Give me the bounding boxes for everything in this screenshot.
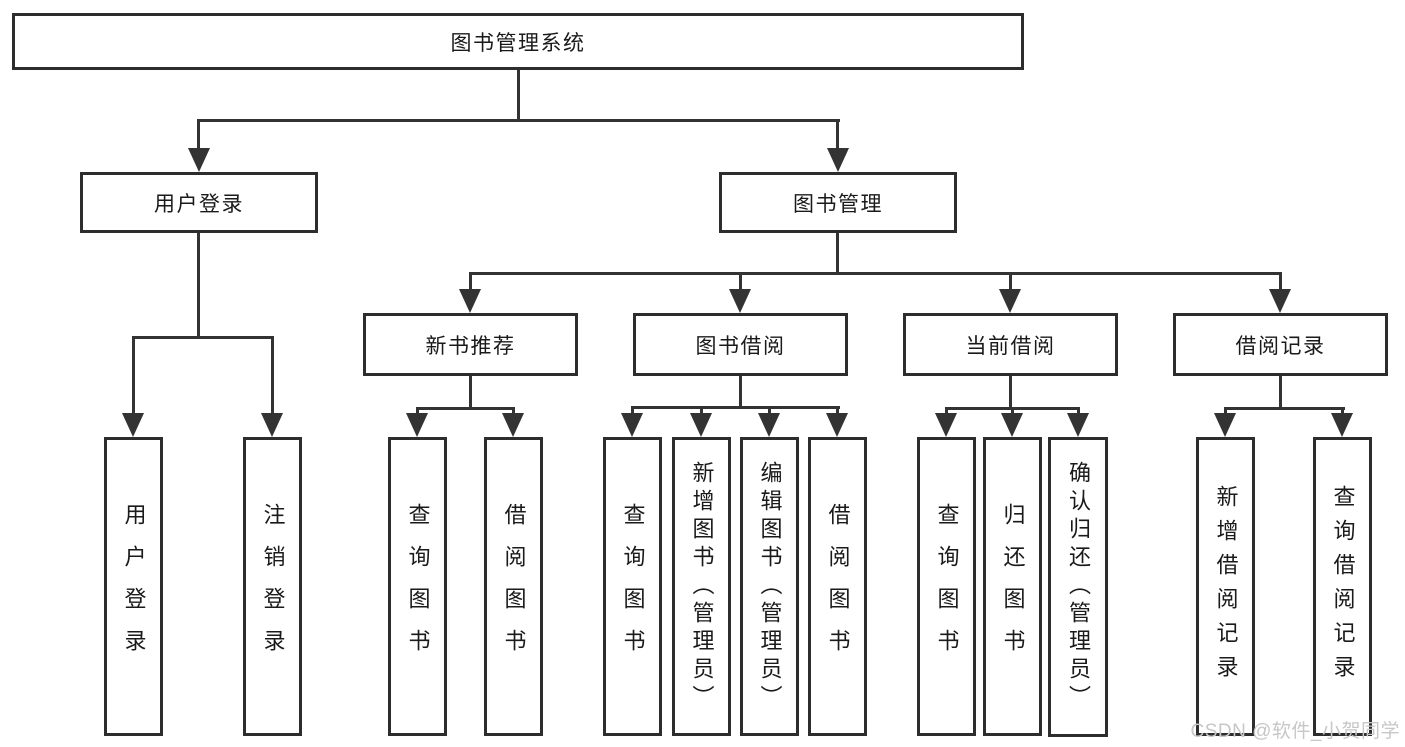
leaf-user-login: 用户登录 xyxy=(104,437,163,736)
arrowhead-down xyxy=(827,148,849,172)
node-current-borrowing: 当前借阅 xyxy=(903,313,1118,376)
node-label: 查询借阅记录 xyxy=(1330,484,1356,689)
node-label: 当前借阅 xyxy=(965,334,1056,358)
connector-root-bar xyxy=(197,119,840,122)
node-label: 借阅图书 xyxy=(825,502,851,671)
connector-bar xyxy=(416,407,515,410)
node-label: 图书借阅 xyxy=(695,334,786,358)
connector-drop xyxy=(700,406,703,415)
connector-drop xyxy=(768,406,771,415)
node-new-book-recommend: 新书推荐 xyxy=(363,313,578,376)
node-label: 注销登录 xyxy=(260,502,286,671)
node-label: 确认归还（管理员） xyxy=(1066,461,1091,713)
connector-drop xyxy=(512,407,515,415)
node-borrowing-records: 借阅记录 xyxy=(1173,313,1388,376)
node-user-login: 用户登录 xyxy=(80,172,318,233)
arrowhead-down xyxy=(502,413,524,437)
leaf-query-books-borrowing: 查询图书 xyxy=(603,437,662,736)
leaf-query-borrow-record: 查询借阅记录 xyxy=(1313,437,1372,736)
connector-drop xyxy=(631,406,634,415)
arrowhead-down xyxy=(1001,413,1023,437)
connector-drop xyxy=(197,119,200,152)
node-label: 查询图书 xyxy=(620,502,646,671)
connector-bar xyxy=(469,272,1282,275)
node-label: 归还图书 xyxy=(1000,502,1026,671)
arrowhead-down xyxy=(1067,413,1089,437)
node-library-system: 图书管理系统 xyxy=(12,13,1024,70)
connector-bar xyxy=(631,406,840,409)
arrowhead-down xyxy=(1331,413,1353,437)
connector-stem xyxy=(739,376,742,407)
node-book-borrowing: 图书借阅 xyxy=(633,313,848,376)
node-label: 查询图书 xyxy=(934,502,960,671)
arrowhead-down xyxy=(826,413,848,437)
connector-stem xyxy=(1279,376,1282,407)
connector-drop xyxy=(1009,272,1012,293)
connector-drop xyxy=(1224,407,1227,415)
arrowhead-down xyxy=(935,413,957,437)
node-label: 图书管理系统 xyxy=(450,31,586,55)
connector-drop xyxy=(469,272,472,293)
leaf-add-books-admin: 新增图书（管理员） xyxy=(672,437,731,736)
node-label: 用户登录 xyxy=(121,502,147,671)
connector-drop xyxy=(416,407,419,415)
node-label: 借阅记录 xyxy=(1235,334,1326,358)
connector-drop xyxy=(836,119,839,152)
arrowhead-down xyxy=(1269,289,1291,313)
arrowhead-down xyxy=(621,413,643,437)
connector-drop xyxy=(132,336,135,413)
leaf-return-books: 归还图书 xyxy=(983,437,1042,736)
arrowhead-down xyxy=(999,289,1021,313)
leaf-borrow-books-recommend: 借阅图书 xyxy=(484,437,543,736)
leaf-edit-books-admin: 编辑图书（管理员） xyxy=(740,437,799,736)
arrowhead-down xyxy=(261,413,283,437)
leaf-borrow-books-borrowing: 借阅图书 xyxy=(808,437,867,736)
connector-stem xyxy=(1009,376,1012,407)
arrowhead-down xyxy=(406,413,428,437)
leaf-add-borrow-record: 新增借阅记录 xyxy=(1196,437,1255,736)
node-label: 用户登录 xyxy=(154,192,244,216)
connector-bar xyxy=(1224,407,1345,410)
arrowhead-down xyxy=(188,148,210,172)
node-label: 新增借阅记录 xyxy=(1213,484,1239,689)
connector-stem xyxy=(469,376,472,407)
node-label: 查询图书 xyxy=(405,502,431,671)
connector-drop xyxy=(271,336,274,413)
arrowhead-down xyxy=(459,289,481,313)
node-label: 编辑图书（管理员） xyxy=(757,460,783,713)
leaf-confirm-return-admin: 确认归还（管理员） xyxy=(1048,437,1108,737)
node-label: 借阅图书 xyxy=(501,502,527,671)
leaf-logout: 注销登录 xyxy=(243,437,302,736)
connector-root-stem xyxy=(517,70,520,119)
connector-stem xyxy=(836,233,839,272)
connector-drop xyxy=(1341,407,1344,415)
node-label: 新书推荐 xyxy=(425,334,516,358)
connector-stem xyxy=(197,233,200,336)
connector-drop xyxy=(945,407,948,415)
connector-drop xyxy=(836,406,839,415)
csdn-watermark: CSDN @软件_小贺同学 xyxy=(1190,721,1400,742)
arrowhead-down xyxy=(122,413,144,437)
leaf-query-books-recommend: 查询图书 xyxy=(388,437,447,736)
connector-drop xyxy=(1279,272,1282,293)
node-book-management: 图书管理 xyxy=(719,172,957,233)
node-label: 图书管理 xyxy=(793,192,883,216)
connector-drop xyxy=(1077,407,1080,415)
connector-drop xyxy=(739,272,742,293)
arrowhead-down xyxy=(758,413,780,437)
arrowhead-down xyxy=(729,289,751,313)
leaf-query-books-current: 查询图书 xyxy=(917,437,976,736)
arrowhead-down xyxy=(690,413,712,437)
connector-bar xyxy=(132,336,274,339)
node-label: 新增图书（管理员） xyxy=(689,460,715,713)
arrowhead-down xyxy=(1214,413,1236,437)
connector-drop xyxy=(1011,407,1014,415)
